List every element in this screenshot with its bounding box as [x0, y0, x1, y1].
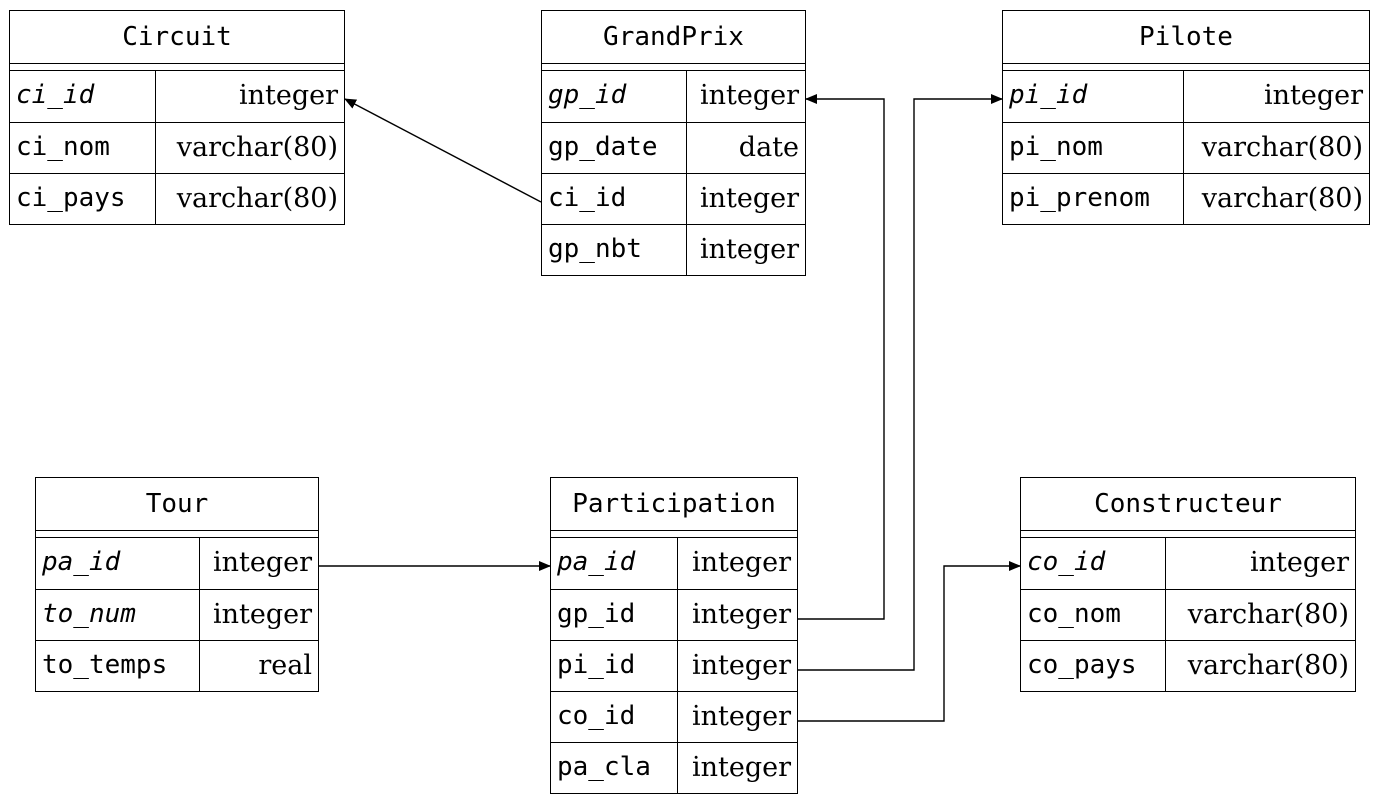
entity-title: Circuit — [10, 11, 344, 64]
attribute-type: integer — [691, 599, 791, 630]
attribute-name: pi_prenom — [1003, 174, 1184, 224]
attribute-row: co_id integer — [1021, 538, 1355, 589]
primary-key-name: ci_id — [10, 71, 156, 122]
attribute-row: pi_prenom varchar(80) — [1003, 173, 1369, 224]
attribute-row: gp_id integer — [542, 71, 805, 122]
attribute-type: varchar(80) — [1201, 183, 1363, 214]
relation-participation-grandprix — [797, 94, 885, 620]
attribute-row: to_num integer — [36, 589, 318, 640]
attribute-type: integer — [699, 183, 799, 214]
attribute-name: gp_nbt — [542, 225, 687, 275]
attribute-type: integer — [1263, 80, 1363, 111]
title-divider — [542, 64, 805, 71]
entity-title: Tour — [36, 478, 318, 531]
attribute-name: pi_nom — [1003, 123, 1184, 173]
attribute-name: pa_cla — [551, 743, 678, 793]
attribute-type: integer — [691, 752, 791, 783]
attribute-name: to_temps — [36, 641, 200, 691]
attribute-type: integer — [1249, 547, 1349, 578]
attribute-name: pi_id — [551, 641, 678, 691]
attribute-type: varchar(80) — [1187, 650, 1349, 681]
attribute-row: ci_nom varchar(80) — [10, 122, 344, 173]
entity-constructeur[interactable]: Constructeur co_id integer co_nom varchar(8… — [1020, 477, 1356, 692]
attribute-name: co_nom — [1021, 590, 1166, 640]
title-divider — [1021, 531, 1355, 538]
entity-title: Constructeur — [1021, 478, 1355, 531]
attribute-type: integer — [691, 547, 791, 578]
attribute-row: gp_id integer — [551, 589, 797, 640]
attribute-row: co_nom varchar(80) — [1021, 589, 1355, 640]
attribute-row: gp_date date — [542, 122, 805, 173]
title-divider — [1003, 64, 1369, 71]
attribute-name: ci_nom — [10, 123, 156, 173]
attribute-type: integer — [699, 80, 799, 111]
attribute-row: ci_pays varchar(80) — [10, 173, 344, 224]
relation-participation-pilote — [797, 94, 1003, 671]
attribute-row: pa_id integer — [36, 538, 318, 589]
primary-key-name: to_num — [36, 590, 200, 640]
attribute-row: pi_id integer — [551, 640, 797, 691]
entity-title: Pilote — [1003, 11, 1369, 64]
title-divider — [36, 531, 318, 538]
primary-key-name: pa_id — [36, 538, 200, 589]
attribute-name: co_id — [551, 692, 678, 742]
title-divider — [551, 531, 797, 538]
attribute-row: pa_id integer — [551, 538, 797, 589]
attribute-name: gp_id — [551, 590, 678, 640]
attribute-row: pi_nom varchar(80) — [1003, 122, 1369, 173]
attribute-type: integer — [212, 547, 312, 578]
attribute-name: ci_pays — [10, 174, 156, 224]
attribute-row: pi_id integer — [1003, 71, 1369, 122]
attribute-type: integer — [238, 80, 338, 111]
attribute-row: co_pays varchar(80) — [1021, 640, 1355, 691]
attribute-type: integer — [699, 234, 799, 265]
attribute-row: pa_cla integer — [551, 742, 797, 793]
attribute-row: co_id integer — [551, 691, 797, 742]
attribute-name: gp_date — [542, 123, 687, 173]
attribute-row: ci_id integer — [10, 71, 344, 122]
attribute-row: ci_id integer — [542, 173, 805, 224]
title-divider — [10, 64, 344, 71]
attribute-type: varchar(80) — [176, 183, 338, 214]
entity-title: GrandPrix — [542, 11, 805, 64]
attribute-type: date — [738, 132, 799, 163]
primary-key-name: gp_id — [542, 71, 687, 122]
entity-title: Participation — [551, 478, 797, 531]
primary-key-name: co_id — [1021, 538, 1166, 589]
attribute-type: integer — [691, 701, 791, 732]
attribute-type: integer — [212, 599, 312, 630]
relation-grandprix-circuit — [344, 98, 542, 203]
attribute-name: co_pays — [1021, 641, 1166, 691]
attribute-type: varchar(80) — [1187, 599, 1349, 630]
attribute-name: ci_id — [542, 174, 687, 224]
attribute-row: to_temps real — [36, 640, 318, 691]
attribute-type: integer — [691, 650, 791, 681]
primary-key-name: pi_id — [1003, 71, 1184, 122]
attribute-type: varchar(80) — [176, 132, 338, 163]
primary-key-name: pa_id — [551, 538, 678, 589]
attribute-type: varchar(80) — [1201, 132, 1363, 163]
attribute-type: real — [258, 650, 312, 681]
attribute-row: gp_nbt integer — [542, 224, 805, 275]
relation-participation-constructeur — [797, 561, 1021, 722]
